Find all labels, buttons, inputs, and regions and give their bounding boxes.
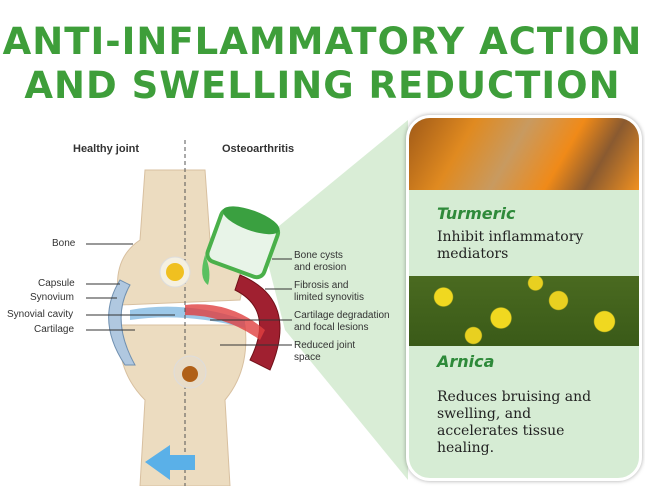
turmeric-name: Turmeric xyxy=(437,204,516,223)
arnica-flower-icon xyxy=(166,263,184,281)
label-fibrosis: Fibrosis and limited synovitis xyxy=(294,280,365,303)
osteoarthritis-header: Osteoarthritis xyxy=(222,143,295,155)
cream-jar-icon xyxy=(205,206,281,280)
turmeric-description: Inhibit inflammatory mediators xyxy=(437,229,584,262)
highlight-beam xyxy=(262,120,408,480)
inflamed-cartilage xyxy=(185,304,265,340)
label-capsule: Capsule xyxy=(38,278,75,289)
turmeric-image xyxy=(409,118,639,190)
arnica-section: Arnica Reduces bruising and swelling, an… xyxy=(409,346,639,457)
arrow-icon xyxy=(145,445,195,480)
title-line-2: AND SWELLING REDUCTION xyxy=(24,64,621,107)
healthy-joint-header: Healthy joint xyxy=(73,143,140,155)
arnica-image xyxy=(409,276,639,346)
label-bone: Bone xyxy=(52,238,76,249)
label-reduced-joint-space: Reduced joint space xyxy=(294,340,356,363)
label-synovium: Synovium xyxy=(30,292,74,303)
turmeric-section: Turmeric Inhibit inflammatory mediators xyxy=(409,190,639,276)
label-bone-cysts: Bone cysts and erosion xyxy=(294,250,347,273)
cream-drop-icon xyxy=(202,255,210,285)
label-cartilage: Cartilage xyxy=(34,324,75,335)
arnica-description: Reduces bruising and swelling, and accel… xyxy=(437,389,592,456)
capsule xyxy=(108,279,136,366)
cartilage xyxy=(130,306,245,328)
oa-synovitis xyxy=(234,274,281,371)
label-cartilage-degradation: Cartilage degradation and focal lesions xyxy=(294,310,390,333)
arnica-name: Arnica xyxy=(437,352,495,371)
title-line-1: ANTI-INFLAMMATORY ACTION xyxy=(2,20,643,63)
turmeric-icon xyxy=(182,366,198,382)
ingredients-card: Turmeric Inhibit inflammatory mediators … xyxy=(406,115,642,481)
label-synovial-cavity: Synovial cavity xyxy=(7,309,74,320)
